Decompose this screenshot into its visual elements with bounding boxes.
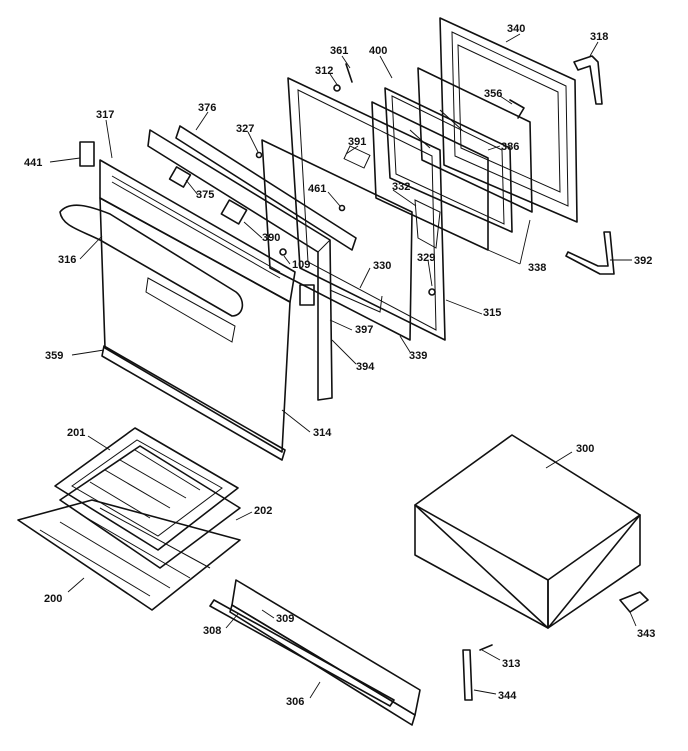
door-bottom-trim bbox=[101, 345, 286, 461]
label-314: 314 bbox=[313, 427, 332, 439]
label-390: 390 bbox=[262, 232, 280, 244]
label-300: 300 bbox=[576, 443, 594, 455]
small-hardware bbox=[79, 63, 525, 306]
label-200: 200 bbox=[44, 593, 62, 605]
door-hinges bbox=[565, 55, 615, 275]
label-441: 441 bbox=[24, 157, 42, 169]
door-liner-panel bbox=[261, 139, 441, 341]
label-375: 375 bbox=[196, 189, 214, 201]
label-394: 394 bbox=[356, 361, 375, 373]
label-306: 306 bbox=[286, 696, 304, 708]
label-202: 202 bbox=[254, 505, 272, 517]
label-309: 309 bbox=[276, 613, 294, 625]
label-391: 391 bbox=[348, 136, 366, 148]
storage-drawer bbox=[414, 434, 641, 629]
label-359: 359 bbox=[45, 350, 63, 362]
label-316: 316 bbox=[58, 254, 76, 266]
label-327: 327 bbox=[236, 123, 254, 135]
label-109: 109 bbox=[292, 259, 310, 271]
label-315: 315 bbox=[483, 307, 501, 319]
label-313: 313 bbox=[502, 658, 520, 670]
label-340: 340 bbox=[507, 23, 525, 35]
broiler-pan-bottom bbox=[59, 445, 241, 569]
label-461: 461 bbox=[308, 183, 326, 195]
label-338: 338 bbox=[528, 262, 546, 274]
label-330: 330 bbox=[373, 260, 391, 272]
oven-rack bbox=[17, 499, 241, 611]
drawer-rails bbox=[462, 591, 649, 701]
outer-door-frame bbox=[439, 17, 578, 223]
door-glass-panels bbox=[371, 67, 533, 251]
broiler-pan bbox=[54, 427, 239, 551]
label-329: 329 bbox=[417, 252, 435, 264]
label-318: 318 bbox=[590, 31, 608, 43]
label-376: 376 bbox=[198, 102, 216, 114]
label-308: 308 bbox=[203, 625, 221, 637]
label-386: 386 bbox=[501, 141, 519, 153]
oven-door bbox=[59, 159, 296, 453]
leader-lines bbox=[49, 33, 637, 699]
label-201: 201 bbox=[67, 427, 85, 439]
drawer-front-panel bbox=[209, 579, 421, 726]
label-392: 392 bbox=[634, 255, 652, 267]
label-400: 400 bbox=[369, 45, 387, 57]
label-397: 397 bbox=[355, 324, 373, 336]
part-labels: 340 318 361 400 312 356 376 317 327 391 … bbox=[24, 23, 655, 708]
label-343: 343 bbox=[637, 628, 655, 640]
top-trim bbox=[175, 125, 357, 251]
side-frame bbox=[147, 129, 333, 401]
label-339: 339 bbox=[409, 350, 427, 362]
label-312: 312 bbox=[315, 65, 333, 77]
label-317: 317 bbox=[96, 109, 114, 121]
label-356: 356 bbox=[484, 88, 502, 100]
label-332: 332 bbox=[392, 181, 410, 193]
label-361: 361 bbox=[330, 45, 348, 57]
label-344: 344 bbox=[498, 690, 517, 702]
